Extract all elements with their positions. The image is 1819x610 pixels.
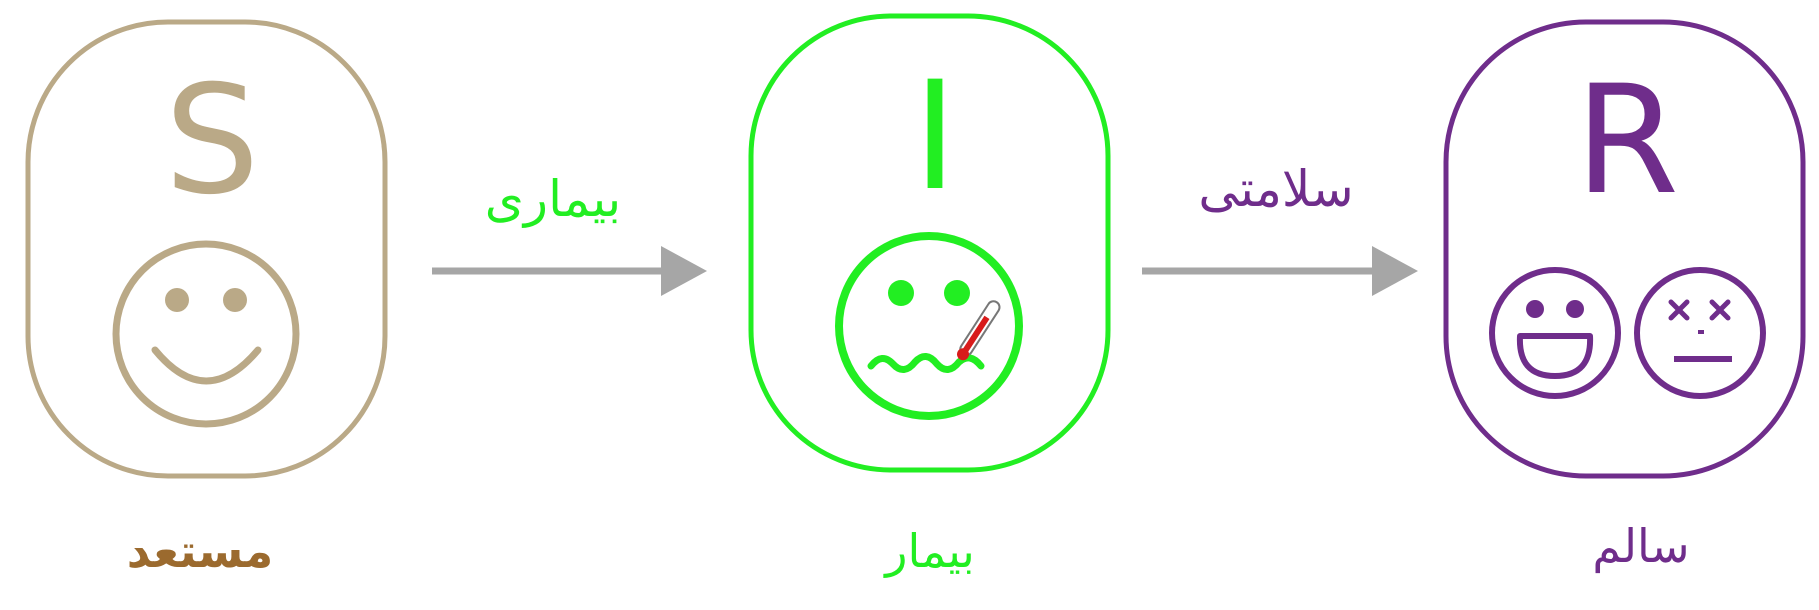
transition-recovery-label: سلامتی — [1198, 160, 1353, 218]
dead-face-icon — [1634, 267, 1766, 399]
transition-infection: بیماری — [432, 170, 707, 296]
state-r-label: سالم — [1592, 519, 1689, 573]
grin-face-icon — [1489, 267, 1621, 399]
state-s-label: مستعد — [127, 524, 274, 578]
state-r-letter: R — [1575, 54, 1679, 228]
thermometer-icon — [957, 300, 1001, 361]
state-s-letter: S — [164, 54, 259, 228]
arrow-right-icon — [432, 246, 707, 296]
state-i-label: بیمار — [883, 524, 975, 578]
state-s-box — [25, 19, 388, 479]
sick-face-thermometer-icon — [835, 232, 1023, 420]
arrow-right-icon — [1142, 246, 1418, 296]
smile-face-icon — [112, 240, 300, 428]
state-r: R سالم — [1443, 19, 1806, 573]
state-i-letter: I — [913, 50, 957, 224]
state-i: I بیمار — [748, 13, 1111, 578]
transition-infection-label: بیماری — [485, 170, 621, 228]
state-r-box — [1443, 19, 1806, 479]
state-i-box — [748, 13, 1111, 473]
state-s: S مستعد — [25, 19, 388, 578]
transition-recovery: سلامتی — [1142, 160, 1418, 296]
